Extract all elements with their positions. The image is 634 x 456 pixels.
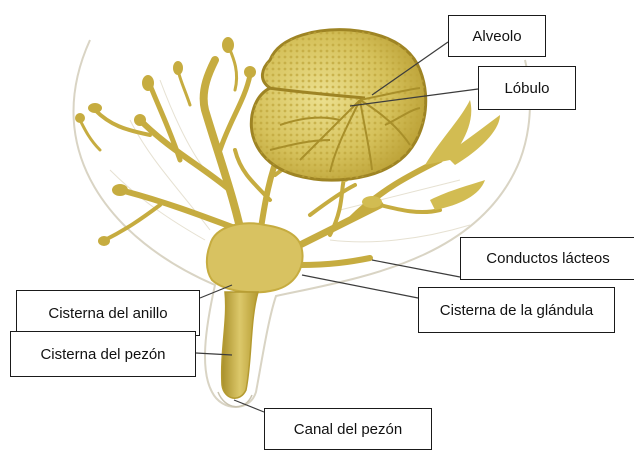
gland-cistern-shape bbox=[207, 223, 303, 292]
label-alveolo-text: Alveolo bbox=[472, 28, 521, 45]
label-lobulo-text: Lóbulo bbox=[504, 80, 549, 97]
label-alveolo: Alveolo bbox=[448, 15, 546, 57]
label-cisterna-anillo: Cisterna del anillo bbox=[16, 290, 200, 336]
label-cisterna-pezon: Cisterna del pezón bbox=[10, 331, 196, 377]
label-conductos-lacteos: Conductos lácteos bbox=[460, 237, 634, 280]
leader-conductos bbox=[372, 260, 460, 277]
label-canal-pezon: Canal del pezón bbox=[264, 408, 432, 450]
label-canal-pezon-text: Canal del pezón bbox=[294, 421, 402, 438]
label-cisterna-pezon-text: Cisterna del pezón bbox=[40, 346, 165, 363]
label-cisterna-glandula: Cisterna de la glándula bbox=[418, 287, 615, 333]
label-cisterna-glandula-text: Cisterna de la glándula bbox=[440, 302, 593, 319]
label-lobulo: Lóbulo bbox=[478, 66, 576, 110]
lobule-closeup bbox=[251, 30, 425, 180]
label-conductos-lacteos-text: Conductos lácteos bbox=[486, 250, 609, 267]
teat-cistern-shape bbox=[222, 292, 258, 398]
label-cisterna-anillo-text: Cisterna del anillo bbox=[48, 305, 167, 322]
